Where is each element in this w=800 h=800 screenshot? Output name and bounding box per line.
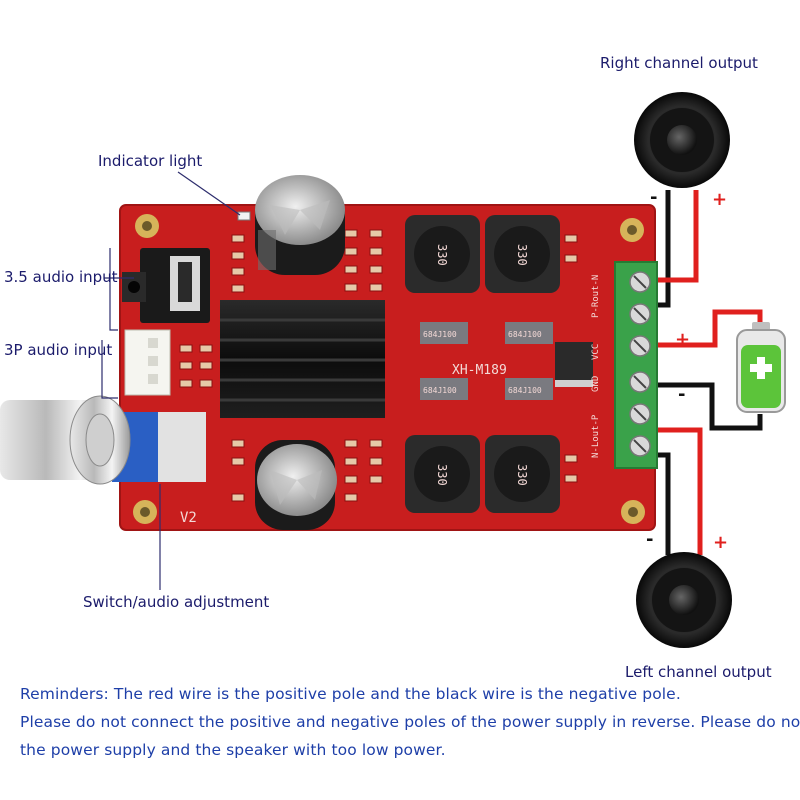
pcb-board: 330 330 330 330 684J100 684J100 684J100 …	[112, 175, 658, 531]
power-positive-wire	[645, 309, 763, 348]
left-output-label: Left channel output	[625, 663, 772, 681]
inductor-label-3: 330	[435, 464, 449, 486]
audio-jack-35	[122, 248, 210, 323]
capacitor-top	[255, 175, 345, 275]
capacitor-bottom	[255, 440, 337, 530]
board-version-text: V2	[180, 510, 197, 526]
diode	[555, 342, 593, 387]
film-capacitors: 684J100 684J100 684J100 684J100	[420, 322, 553, 400]
callout-lines	[101, 171, 241, 590]
terminal-block	[614, 261, 658, 469]
cap-label-1: 684J100	[423, 330, 457, 339]
cap-label-2: 684J100	[508, 330, 542, 339]
right-minus: -	[650, 187, 657, 208]
mounting-holes	[133, 214, 645, 524]
audio-3p-input-label: 3P audio input	[4, 341, 113, 359]
reminder-line-2: Please do not connect the positive and n…	[20, 713, 800, 731]
inductors: 330 330 330 330	[405, 215, 560, 513]
right-positive-wire	[645, 190, 699, 283]
left-plus: +	[713, 532, 728, 553]
terminal-label-vcc: VCC	[591, 344, 601, 360]
reminder-line-3: the power supply and the speaker with to…	[20, 741, 446, 759]
power-negative-wire	[645, 382, 763, 431]
heatsink	[220, 300, 385, 418]
volume-knob	[0, 395, 131, 485]
terminal-label-left: N-Lout-P	[591, 414, 601, 458]
smd-components	[179, 229, 578, 502]
board-model-text: XH-M189	[452, 363, 507, 378]
audio-35-input-label: 3.5 audio input	[4, 268, 118, 286]
indicator-led	[237, 211, 251, 221]
switch-adjust-label: Switch/audio adjustment	[83, 593, 270, 611]
connector-3p	[124, 329, 171, 396]
terminal-label-gnd: GND	[591, 376, 601, 392]
right-output-label: Right channel output	[600, 54, 758, 72]
inductor-label-2: 330	[515, 244, 529, 266]
cap-label-4: 684J100	[508, 386, 542, 395]
cap-label-3: 684J100	[423, 386, 457, 395]
left-minus: -	[646, 529, 653, 550]
left-speaker	[636, 552, 732, 648]
right-plus: +	[712, 189, 727, 210]
power-plus: +	[675, 329, 690, 350]
indicator-light-label: Indicator light	[98, 152, 203, 170]
terminal-label-right: P-Rout-N	[591, 275, 601, 318]
right-speaker	[634, 92, 730, 188]
inductor-label-4: 330	[515, 464, 529, 486]
reminder-line-1: Reminders: The red wire is the positive …	[20, 685, 681, 703]
polarity-marks: - + + - - +	[646, 187, 728, 553]
inductor-label-1: 330	[435, 244, 449, 266]
left-positive-wire	[645, 427, 703, 555]
battery	[736, 322, 786, 413]
power-minus: -	[678, 384, 685, 405]
